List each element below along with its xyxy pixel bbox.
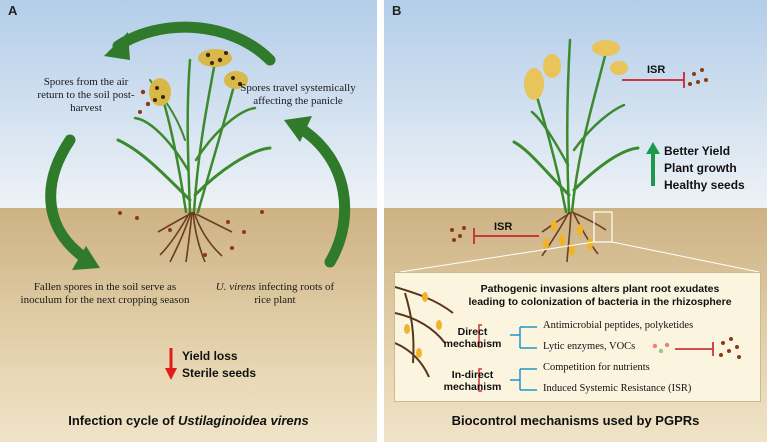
infected-panicles (149, 49, 248, 106)
root-infection-rest: infecting roots of rice plant (254, 281, 335, 306)
healthy-panicles (524, 40, 628, 100)
indirect-tree (510, 368, 537, 391)
direct-item-peptides: Antimicrobial peptides, polyketides (543, 320, 694, 331)
panel-biocontrol: B ISR ISR Better Yield Plant growth Heal… (384, 0, 767, 442)
voc-dots (652, 342, 670, 354)
panel-a-caption: Infection cycle of Ustilaginoidea virens (0, 413, 377, 428)
effect-sterile-seeds: Sterile seeds (182, 366, 257, 380)
air-spores-text: Spores from the air return to the soil p… (37, 76, 135, 114)
soil-spores (118, 210, 264, 257)
cycle-arrow-right (294, 122, 351, 268)
zoom-line-left (399, 241, 595, 273)
biocontrol-illustration (399, 38, 760, 273)
pathogen-spores-box (719, 337, 741, 359)
direct-bracket (478, 324, 482, 348)
rice-roots (157, 211, 233, 263)
indirect-item-isr: Induced Systemic Resistance (ISR) (543, 383, 692, 394)
zoom-line-right (611, 241, 760, 273)
root-infection-text: U. virens infecting roots of rice plant (210, 281, 340, 307)
benefit-seeds: Healthy seeds (664, 178, 745, 192)
isr-top-label: ISR (647, 64, 666, 76)
cycle-arrow-top-head (104, 32, 130, 60)
cycle-arrow-left-head (72, 246, 100, 270)
panel-infection-cycle: A Spores from the air return to the soil… (0, 0, 377, 442)
benefit-yield: Better Yield (664, 144, 731, 158)
systemic-spores-text: Spores travel systemically affecting the… (240, 82, 356, 107)
pathogen-spores-root (450, 226, 466, 242)
effect-yield-loss: Yield loss (182, 349, 238, 363)
indirect-bracket (478, 368, 482, 392)
benefits-list: Better Yield Plant growth Healthy seeds (664, 143, 745, 194)
roots (541, 211, 607, 263)
benefit-arrow-head (646, 142, 660, 154)
infection-cycle-illustration (45, 21, 351, 380)
direct-item-lytic: Lytic enzymes, VOCs (543, 341, 636, 352)
direct-tree (510, 326, 537, 349)
isr-root-label: ISR (494, 221, 513, 233)
mechanism-heading: Pathogenic invasions alters plant root e… (468, 283, 732, 308)
airborne-spores (138, 89, 151, 114)
yield-loss-arrow-head (165, 368, 177, 380)
panel-b-label: B (392, 3, 402, 18)
panel-a-label: A (8, 3, 18, 18)
caption-a-prefix: Infection cycle of (68, 413, 179, 428)
sky-background (384, 0, 767, 208)
benefit-growth: Plant growth (664, 161, 737, 175)
cycle-arrow-top (112, 21, 276, 66)
yield-effects-list: Yield loss Sterile seeds (182, 348, 256, 382)
root-closeup-bacteria (404, 292, 442, 358)
cycle-arrow-left (45, 134, 91, 264)
fallen-spores-text: Fallen spores in the soil serve as inocu… (20, 281, 190, 306)
indirect-item-competition: Competition for nutrients (543, 362, 650, 373)
panel-b-caption: Biocontrol mechanisms used by PGPRs (451, 413, 700, 428)
cycle-arrow-right-head (284, 116, 312, 142)
healthy-rice-plant (512, 38, 640, 214)
indirect-mechanism-label: In-direct mechanism (443, 369, 502, 393)
zoom-region-marker (593, 211, 613, 243)
caption-a-species: Ustilaginoidea virens (178, 413, 309, 428)
root-infection-species: U. virens (215, 281, 256, 293)
mechanism-diagram (395, 286, 741, 392)
pathogen-spores-top (688, 68, 708, 86)
rice-plant (116, 58, 272, 214)
direct-mechanism-label: Direct mechanism (443, 326, 502, 350)
mechanism-box: Pathogenic invasions alters plant root e… (394, 272, 761, 402)
rhizobacteria (543, 220, 593, 256)
